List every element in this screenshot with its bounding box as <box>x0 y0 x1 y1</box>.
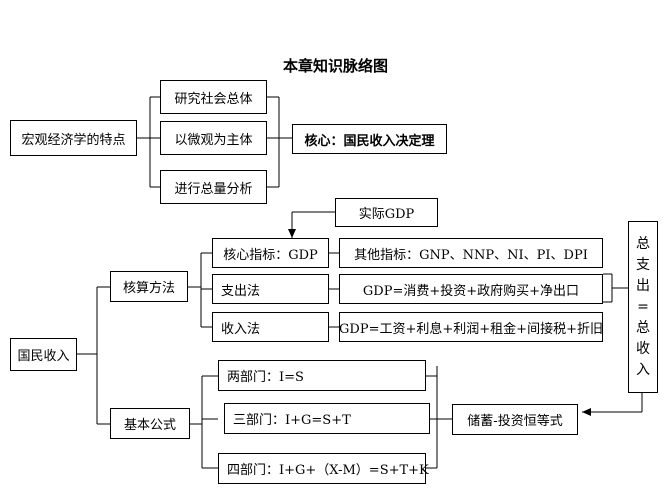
total-char-2: 支 <box>636 256 650 273</box>
two-sector-box: 两部门：I=S <box>218 360 426 391</box>
income-formula-box: GDP=工资+利息+利润+租金+间接税+折旧 <box>339 312 603 342</box>
total-char-3: 出 <box>636 277 650 294</box>
feature-box-2: 以微观为主体 <box>160 121 267 155</box>
real-gdp-box: 实际GDP <box>335 198 438 227</box>
national-income-box: 国民收入 <box>10 338 77 371</box>
feature-label-1: 研究社会总体 <box>174 91 253 107</box>
income-method-label: 收入法 <box>221 321 261 337</box>
total-char-4: = <box>637 298 649 315</box>
savings-investment-identity-box: 储蓄-投资恒等式 <box>452 404 578 435</box>
core-indicator-label: 核心指标：GDP <box>223 247 318 263</box>
macro-features-label: 宏观经济学的特点 <box>21 132 126 148</box>
total-expenditure-income-box: 总 支 出 = 总 收 入 <box>628 221 658 393</box>
basic-formula-box: 基本公式 <box>110 408 190 439</box>
core-theory-box: 核心：国民收入决定理 <box>292 124 447 154</box>
feature-label-2: 以微观为主体 <box>174 132 253 148</box>
three-sector-box: 三部门：I+G=S+T <box>224 403 430 434</box>
total-char-7: 入 <box>636 361 650 378</box>
feature-box-1: 研究社会总体 <box>160 80 267 114</box>
national-income-label: 国民收入 <box>17 349 70 364</box>
other-indicators-label: 其他指标：GNP、NNP、NI、PI、DPI <box>354 247 588 263</box>
core-indicator-box: 核心指标：GDP <box>212 238 329 268</box>
accounting-methods-label: 核算方法 <box>122 281 175 296</box>
income-formula-label: GDP=工资+利息+利润+租金+间接税+折旧 <box>339 321 603 337</box>
expenditure-method-box: 支出法 <box>212 274 329 304</box>
real-gdp-label: 实际GDP <box>358 207 415 222</box>
expenditure-formula-label: GDP=消费+投资+政府购买+净出口 <box>362 283 580 299</box>
feature-box-3: 进行总量分析 <box>160 170 267 204</box>
diagram-title: 本章知识脉络图 <box>282 57 388 75</box>
total-char-6: 收 <box>636 340 650 357</box>
income-method-box: 收入法 <box>212 312 329 342</box>
expenditure-method-label: 支出法 <box>221 283 261 299</box>
accounting-methods-box: 核算方法 <box>110 271 188 302</box>
savings-investment-identity-label: 储蓄-投资恒等式 <box>467 414 563 429</box>
other-indicators-box: 其他指标：GNP、NNP、NI、PI、DPI <box>339 238 603 268</box>
four-sector-label: 四部门：I+G+（X-M）=S+T+K <box>227 463 429 478</box>
three-sector-label: 三部门：I+G=S+T <box>233 413 351 428</box>
expenditure-formula-box: GDP=消费+投资+政府购买+净出口 <box>339 274 603 304</box>
four-sector-box: 四部门：I+G+（X-M）=S+T+K <box>218 453 429 484</box>
basic-formula-label: 基本公式 <box>123 418 176 433</box>
feature-label-3: 进行总量分析 <box>174 181 253 197</box>
two-sector-label: 两部门：I=S <box>227 370 304 385</box>
total-char-5: 总 <box>636 319 650 336</box>
core-theory-label: 核心：国民收入决定理 <box>304 133 435 149</box>
total-char-1: 总 <box>636 235 650 252</box>
macro-features-box: 宏观经济学的特点 <box>10 120 137 156</box>
